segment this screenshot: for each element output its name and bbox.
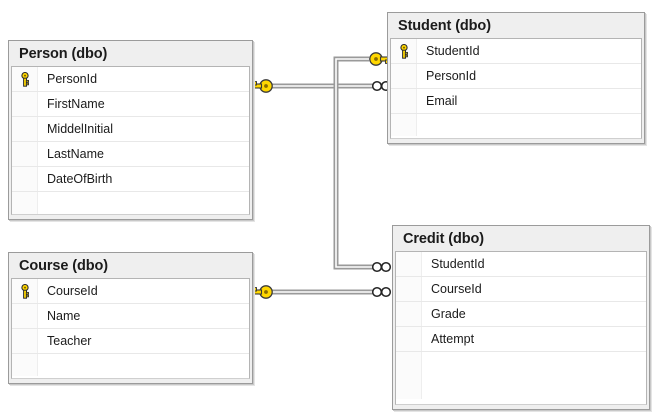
primary-key-cell (396, 327, 422, 351)
column-name: FirstName (47, 97, 105, 111)
relationship-key-endpoint (249, 285, 273, 299)
relationship-infinity-endpoint (371, 286, 392, 298)
connector-line-inner (335, 58, 376, 268)
column-name: LastName (47, 147, 104, 161)
table-credit-columns: StudentId CourseId Grade Attempt (395, 251, 647, 405)
column-name: MiddelInitial (47, 122, 114, 136)
primary-key-cell (396, 277, 422, 301)
primary-key-cell (391, 64, 417, 88)
table-credit[interactable]: Credit (dbo) StudentId CourseId Grade At… (392, 225, 650, 410)
table-person[interactable]: Person (dbo) PersonId FirstName (8, 40, 253, 220)
table-row[interactable]: FirstName (12, 92, 249, 117)
table-row[interactable]: PersonId (391, 64, 641, 89)
table-course-columns: CourseId Name Teacher (11, 278, 250, 379)
table-row[interactable]: StudentId (391, 39, 641, 64)
table-row[interactable]: StudentId (396, 252, 646, 277)
table-row[interactable]: PersonId (12, 67, 249, 92)
table-person-columns: PersonId FirstName MiddelInitial LastNam… (11, 66, 250, 215)
primary-key-cell (12, 67, 38, 91)
relationship-key-endpoint (249, 79, 273, 93)
table-row[interactable]: CourseId (396, 277, 646, 302)
primary-key-cell (12, 192, 38, 214)
primary-key-icon (20, 71, 29, 87)
connector-line-outer (333, 56, 376, 270)
column-name: StudentId (426, 44, 480, 58)
table-row[interactable]: Email (391, 89, 641, 114)
table-student-columns: StudentId PersonId Email (390, 38, 642, 139)
table-row[interactable]: Teacher (12, 329, 249, 354)
relationship-infinity-endpoint (371, 261, 392, 273)
table-row[interactable]: LastName (12, 142, 249, 167)
column-name: Attempt (431, 332, 475, 346)
table-row[interactable]: DateOfBirth (12, 167, 249, 192)
primary-key-cell (396, 352, 422, 399)
primary-key-cell (391, 114, 417, 136)
table-row[interactable]: Name (12, 304, 249, 329)
column-name: CourseId (431, 282, 482, 296)
primary-key-cell (391, 89, 417, 113)
column-name: PersonId (47, 72, 98, 86)
table-filler-row (391, 114, 641, 136)
primary-key-cell (391, 39, 417, 63)
column-name: DateOfBirth (47, 172, 113, 186)
primary-key-cell (12, 304, 38, 328)
relationship-person-student[interactable] (249, 79, 392, 93)
primary-key-cell (12, 279, 38, 303)
table-filler-row (12, 354, 249, 376)
table-row[interactable]: CourseId (12, 279, 249, 304)
table-course-title: Course (dbo) (11, 255, 250, 278)
table-row[interactable]: Grade (396, 302, 646, 327)
primary-key-cell (396, 252, 422, 276)
primary-key-cell (396, 302, 422, 326)
relationship-course-credit[interactable] (249, 285, 392, 299)
table-filler-row (12, 192, 249, 214)
table-row[interactable]: Attempt (396, 327, 646, 352)
column-name: Email (426, 94, 458, 108)
primary-key-cell (12, 92, 38, 116)
table-credit-title: Credit (dbo) (395, 228, 647, 251)
table-student-title: Student (dbo) (390, 15, 642, 38)
table-filler-row (396, 352, 646, 399)
primary-key-cell (12, 117, 38, 141)
primary-key-icon (20, 283, 29, 299)
table-student[interactable]: Student (dbo) StudentId PersonId (387, 12, 645, 144)
table-person-title: Person (dbo) (11, 43, 250, 66)
column-name: StudentId (431, 257, 485, 271)
primary-key-icon (399, 43, 408, 59)
column-name: Teacher (47, 334, 92, 348)
column-name: Name (47, 309, 81, 323)
column-name: PersonId (426, 69, 477, 83)
column-name: CourseId (47, 284, 98, 298)
table-course[interactable]: Course (dbo) CourseId Name (8, 252, 253, 384)
primary-key-cell (12, 142, 38, 166)
column-name: Grade (431, 307, 466, 321)
primary-key-cell (12, 167, 38, 191)
table-row[interactable]: MiddelInitial (12, 117, 249, 142)
primary-key-cell (12, 329, 38, 353)
relationship-student-credit[interactable] (333, 52, 393, 273)
primary-key-cell (12, 354, 38, 376)
